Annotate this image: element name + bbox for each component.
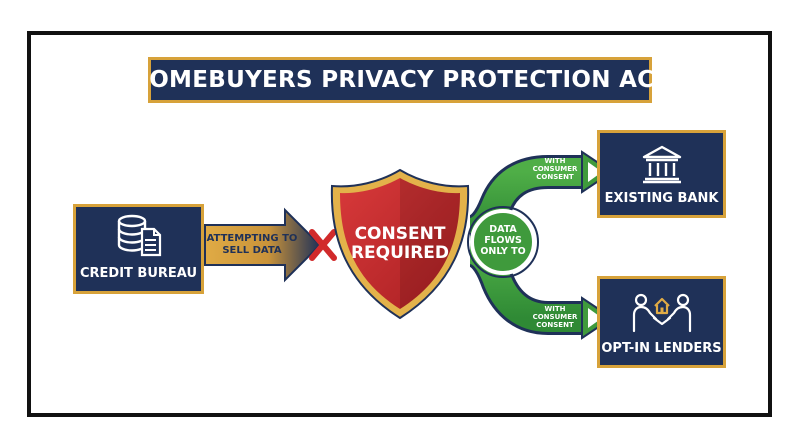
red-x-icon — [309, 229, 337, 261]
credit-bureau-label: CREDIT BUREAU — [79, 266, 198, 281]
hub-line3: ONLY TO — [480, 245, 526, 257]
block-arrow-line1: ATTEMPTING TO — [206, 233, 298, 244]
branch-label-bottom: WITH CONSUMER CONSENT — [525, 305, 585, 329]
existing-bank-label: EXISTING BANK — [604, 191, 719, 206]
branch-label-top: WITH CONSUMER CONSENT — [525, 157, 585, 181]
credit-bureau-node: CREDIT BUREAU — [73, 204, 204, 294]
branch-bottom-line1: WITH — [544, 305, 566, 313]
block-arrow-label: ATTEMPTING TO SELL DATA — [206, 233, 298, 256]
handshake-house-icon — [632, 293, 691, 333]
branch-top-line1: WITH — [544, 157, 566, 165]
hub-line1: DATA — [489, 224, 517, 235]
title-banner: HOMEBUYERS PRIVACY PROTECTION ACT — [130, 57, 670, 103]
branch-top-line2: CONSUMER — [532, 165, 578, 174]
opt-in-lenders-label: OPT-IN LENDERS — [601, 341, 722, 356]
opt-in-lenders-node: OPT-IN LENDERS — [597, 276, 726, 368]
branch-top-line3: CONSENT — [536, 173, 574, 182]
shield-icon — [330, 168, 470, 320]
branch-bottom-line2: CONSUMER — [532, 313, 578, 322]
database-document-icon — [117, 214, 161, 257]
shield-line2: REQUIRED — [350, 243, 450, 264]
existing-bank-node: EXISTING BANK — [597, 130, 726, 218]
branch-bottom-line3: CONSENT — [536, 321, 574, 330]
shield-line1: CONSENT — [354, 224, 446, 244]
block-arrow — [204, 207, 322, 283]
block-arrow-line2: SELL DATA — [222, 244, 282, 256]
page-title: HOMEBUYERS PRIVACY PROTECTION ACT — [129, 67, 671, 93]
shield-label: CONSENT REQUIRED — [340, 224, 460, 264]
bank-icon — [642, 145, 681, 184]
hub-label: DATA FLOWS ONLY TO — [475, 224, 531, 258]
hub-line2: FLOWS — [484, 234, 522, 246]
hub-circle — [470, 209, 536, 275]
